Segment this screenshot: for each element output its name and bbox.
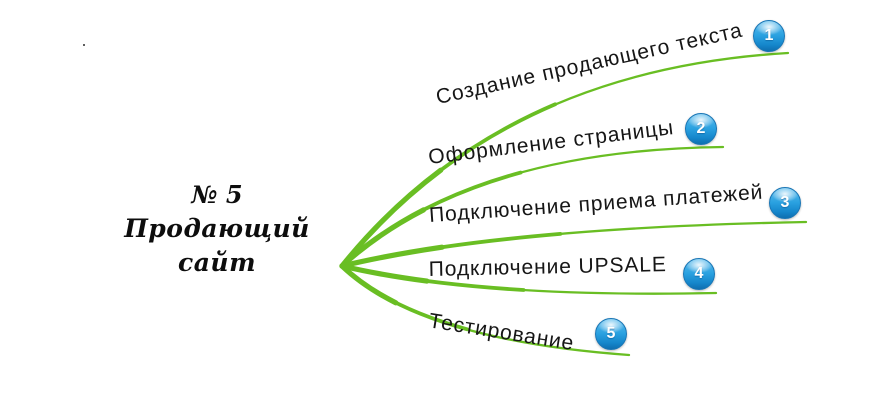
branch-badge-1: 1 — [753, 20, 785, 52]
artifact-dot — [83, 44, 85, 46]
central-topic-text: Продающий сайт — [124, 214, 310, 277]
branch-curve-5 — [339, 263, 631, 357]
branch-curve-3 — [339, 220, 808, 269]
branch-badge-3: 3 — [769, 187, 801, 219]
branch-curve-2 — [339, 145, 725, 269]
branch-curve-4 — [339, 263, 718, 295]
central-topic-number: № 5 — [191, 180, 243, 209]
branch-label-4: Подключение UPSALE — [428, 253, 668, 282]
central-topic: № 5 Продающий сайт — [87, 178, 347, 280]
branch-badge-5: 5 — [595, 318, 627, 350]
branch-badge-2: 2 — [685, 113, 717, 145]
branch-badge-4: 4 — [683, 258, 715, 290]
